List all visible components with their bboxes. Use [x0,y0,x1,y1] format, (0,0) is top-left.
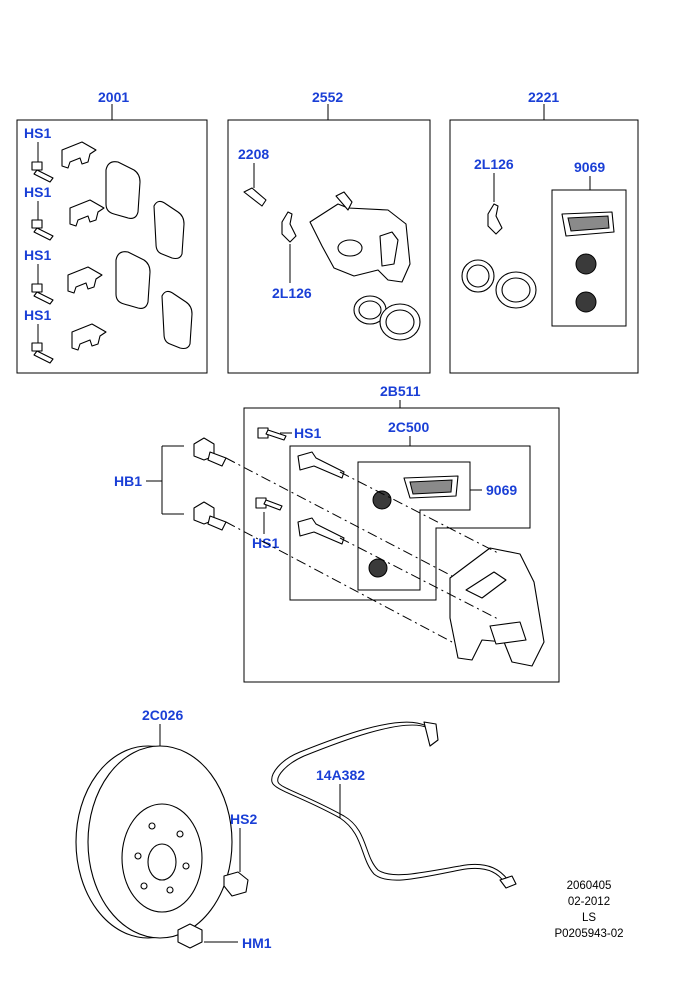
ref-line-1: 2060405 [566,880,612,892]
kit-2552-frame [227,119,431,374]
kit-2552-group: 2552 2208 2L126 [227,89,431,374]
hs1-label-4[interactable]: HS1 [24,307,51,323]
hb1-group: HB1 [114,437,227,531]
guide-pin-lower [297,517,345,545]
bushing-c [372,490,392,510]
bracket-2l126-a [281,211,297,243]
bleed-screw [243,187,267,207]
part-2c500-label[interactable]: 2C500 [388,419,429,435]
kit-2001-group: 2001 HS1 HS1 HS1 HS1 [16,89,208,374]
bracket-2l126-b [487,203,503,235]
kit-2221-label[interactable]: 2221 [528,89,559,105]
hs1-bolt-3: HS1 [24,247,54,305]
hs1-label-3[interactable]: HS1 [24,247,51,263]
part-9069-label-a[interactable]: 9069 [574,159,605,175]
hs1-label-1[interactable]: HS1 [24,125,51,141]
kit-2552-label[interactable]: 2552 [312,89,343,105]
wear-sensor-cable [271,721,505,883]
kit-2001-label[interactable]: 2001 [98,89,129,105]
guide-pin-upper [297,451,345,479]
part-14a382-label[interactable]: 14A382 [316,767,365,783]
ref-line-4: P0205943-02 [554,928,624,940]
carrier-2b511-frame [243,407,560,683]
caliper-body [309,191,411,283]
hs1-label-5[interactable]: HS1 [294,425,321,441]
hs1-bolt-1: HS1 [24,125,54,183]
brake-pads [105,161,193,350]
hs1-bolt-2: HS1 [24,184,54,241]
bushing-b [575,291,597,313]
part-2c026-label[interactable]: 2C026 [142,707,183,723]
bushing-a [575,253,597,275]
anti-rattle-clips [61,141,107,351]
part-9069-label-b[interactable]: 9069 [486,482,517,498]
ref-line-2: 02-2012 [567,896,611,908]
hs2-screw [223,871,249,897]
reference-block: 2060405 02-2012 LS P0205943-02 [544,878,634,942]
guide-pin-frame [289,445,531,601]
grease-kit-frame-a [551,189,627,327]
part-2l126-label-a[interactable]: 2L126 [272,285,312,301]
hs1-bolt-4: HS1 [24,307,54,364]
hs1-label-2[interactable]: HS1 [24,184,51,200]
grease-kit-frame-b [357,461,471,591]
carrier-2b511-group: 2B511 2C500 HS1 HS1 9069 [225,383,560,683]
brake-disc-group: 2C026 HS2 HM1 [75,707,272,951]
part-hs2-label[interactable]: HS2 [230,811,257,827]
part-2b511-label[interactable]: 2B511 [380,383,421,399]
caliper-carrier [449,547,545,667]
part-2208-label[interactable]: 2208 [238,146,269,162]
part-hm1-label[interactable]: HM1 [242,935,272,951]
wear-sensor-group: 14A382 [271,721,517,889]
hm1-nut [177,923,203,949]
part-hb1-label[interactable]: HB1 [114,473,142,489]
ref-line-3: LS [581,912,597,924]
kit-2221-group: 2221 2L126 9069 [449,89,639,374]
part-2l126-label-b[interactable]: 2L126 [474,156,514,172]
bushing-d [368,558,388,578]
